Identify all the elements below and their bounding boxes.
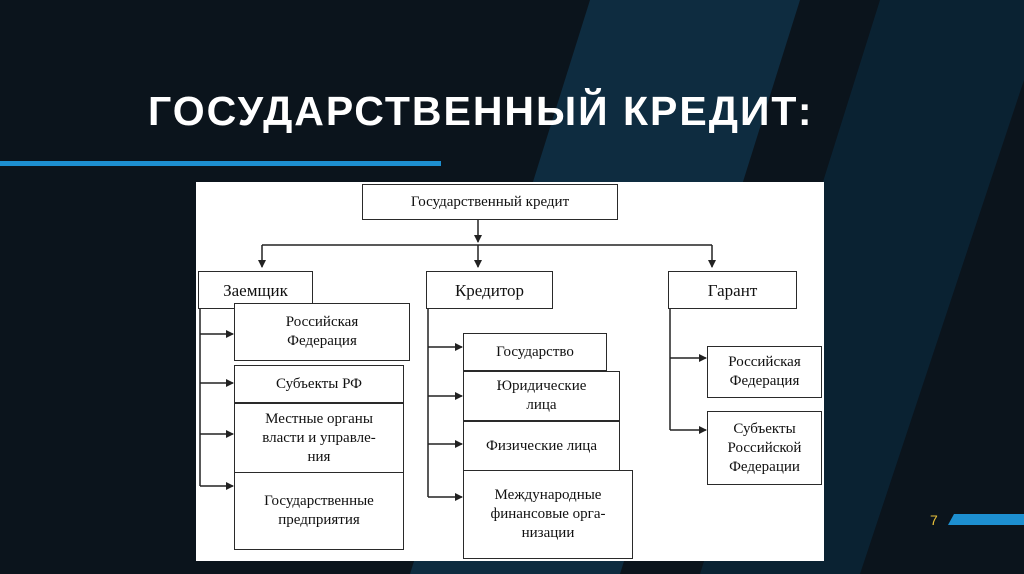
borrower-item: Российская Федерация: [234, 303, 410, 361]
guarantor-item: Субъекты Российской Федерации: [707, 411, 822, 485]
creditor-item: Физические лица: [463, 421, 620, 471]
connector-lines: [199, 219, 716, 501]
borrower-node: Заемщик: [198, 271, 313, 309]
creditor-item: Государство: [463, 333, 607, 371]
creditor-item: Международные финансовые орга- низации: [463, 470, 633, 559]
borrower-item: Субъекты РФ: [234, 365, 404, 403]
page-number: 7: [930, 512, 938, 528]
creditor-item: Юридические лица: [463, 371, 620, 421]
guarantor-node: Гарант: [668, 271, 797, 309]
borrower-item: Местные органы власти и управле- ния: [234, 403, 404, 473]
credit-structure-diagram: Государственный кредит Заемщик Кредитор …: [196, 182, 824, 561]
accent-line-right: [948, 514, 1024, 525]
slide-title: ГОСУДАРСТВЕННЫЙ КРЕДИТ:: [148, 88, 814, 134]
creditor-node: Кредитор: [426, 271, 553, 309]
root-node: Государственный кредит: [362, 184, 618, 220]
borrower-item: Государственные предприятия: [234, 472, 404, 550]
accent-line-left: [0, 161, 441, 166]
guarantor-item: Российская Федерация: [707, 346, 822, 398]
